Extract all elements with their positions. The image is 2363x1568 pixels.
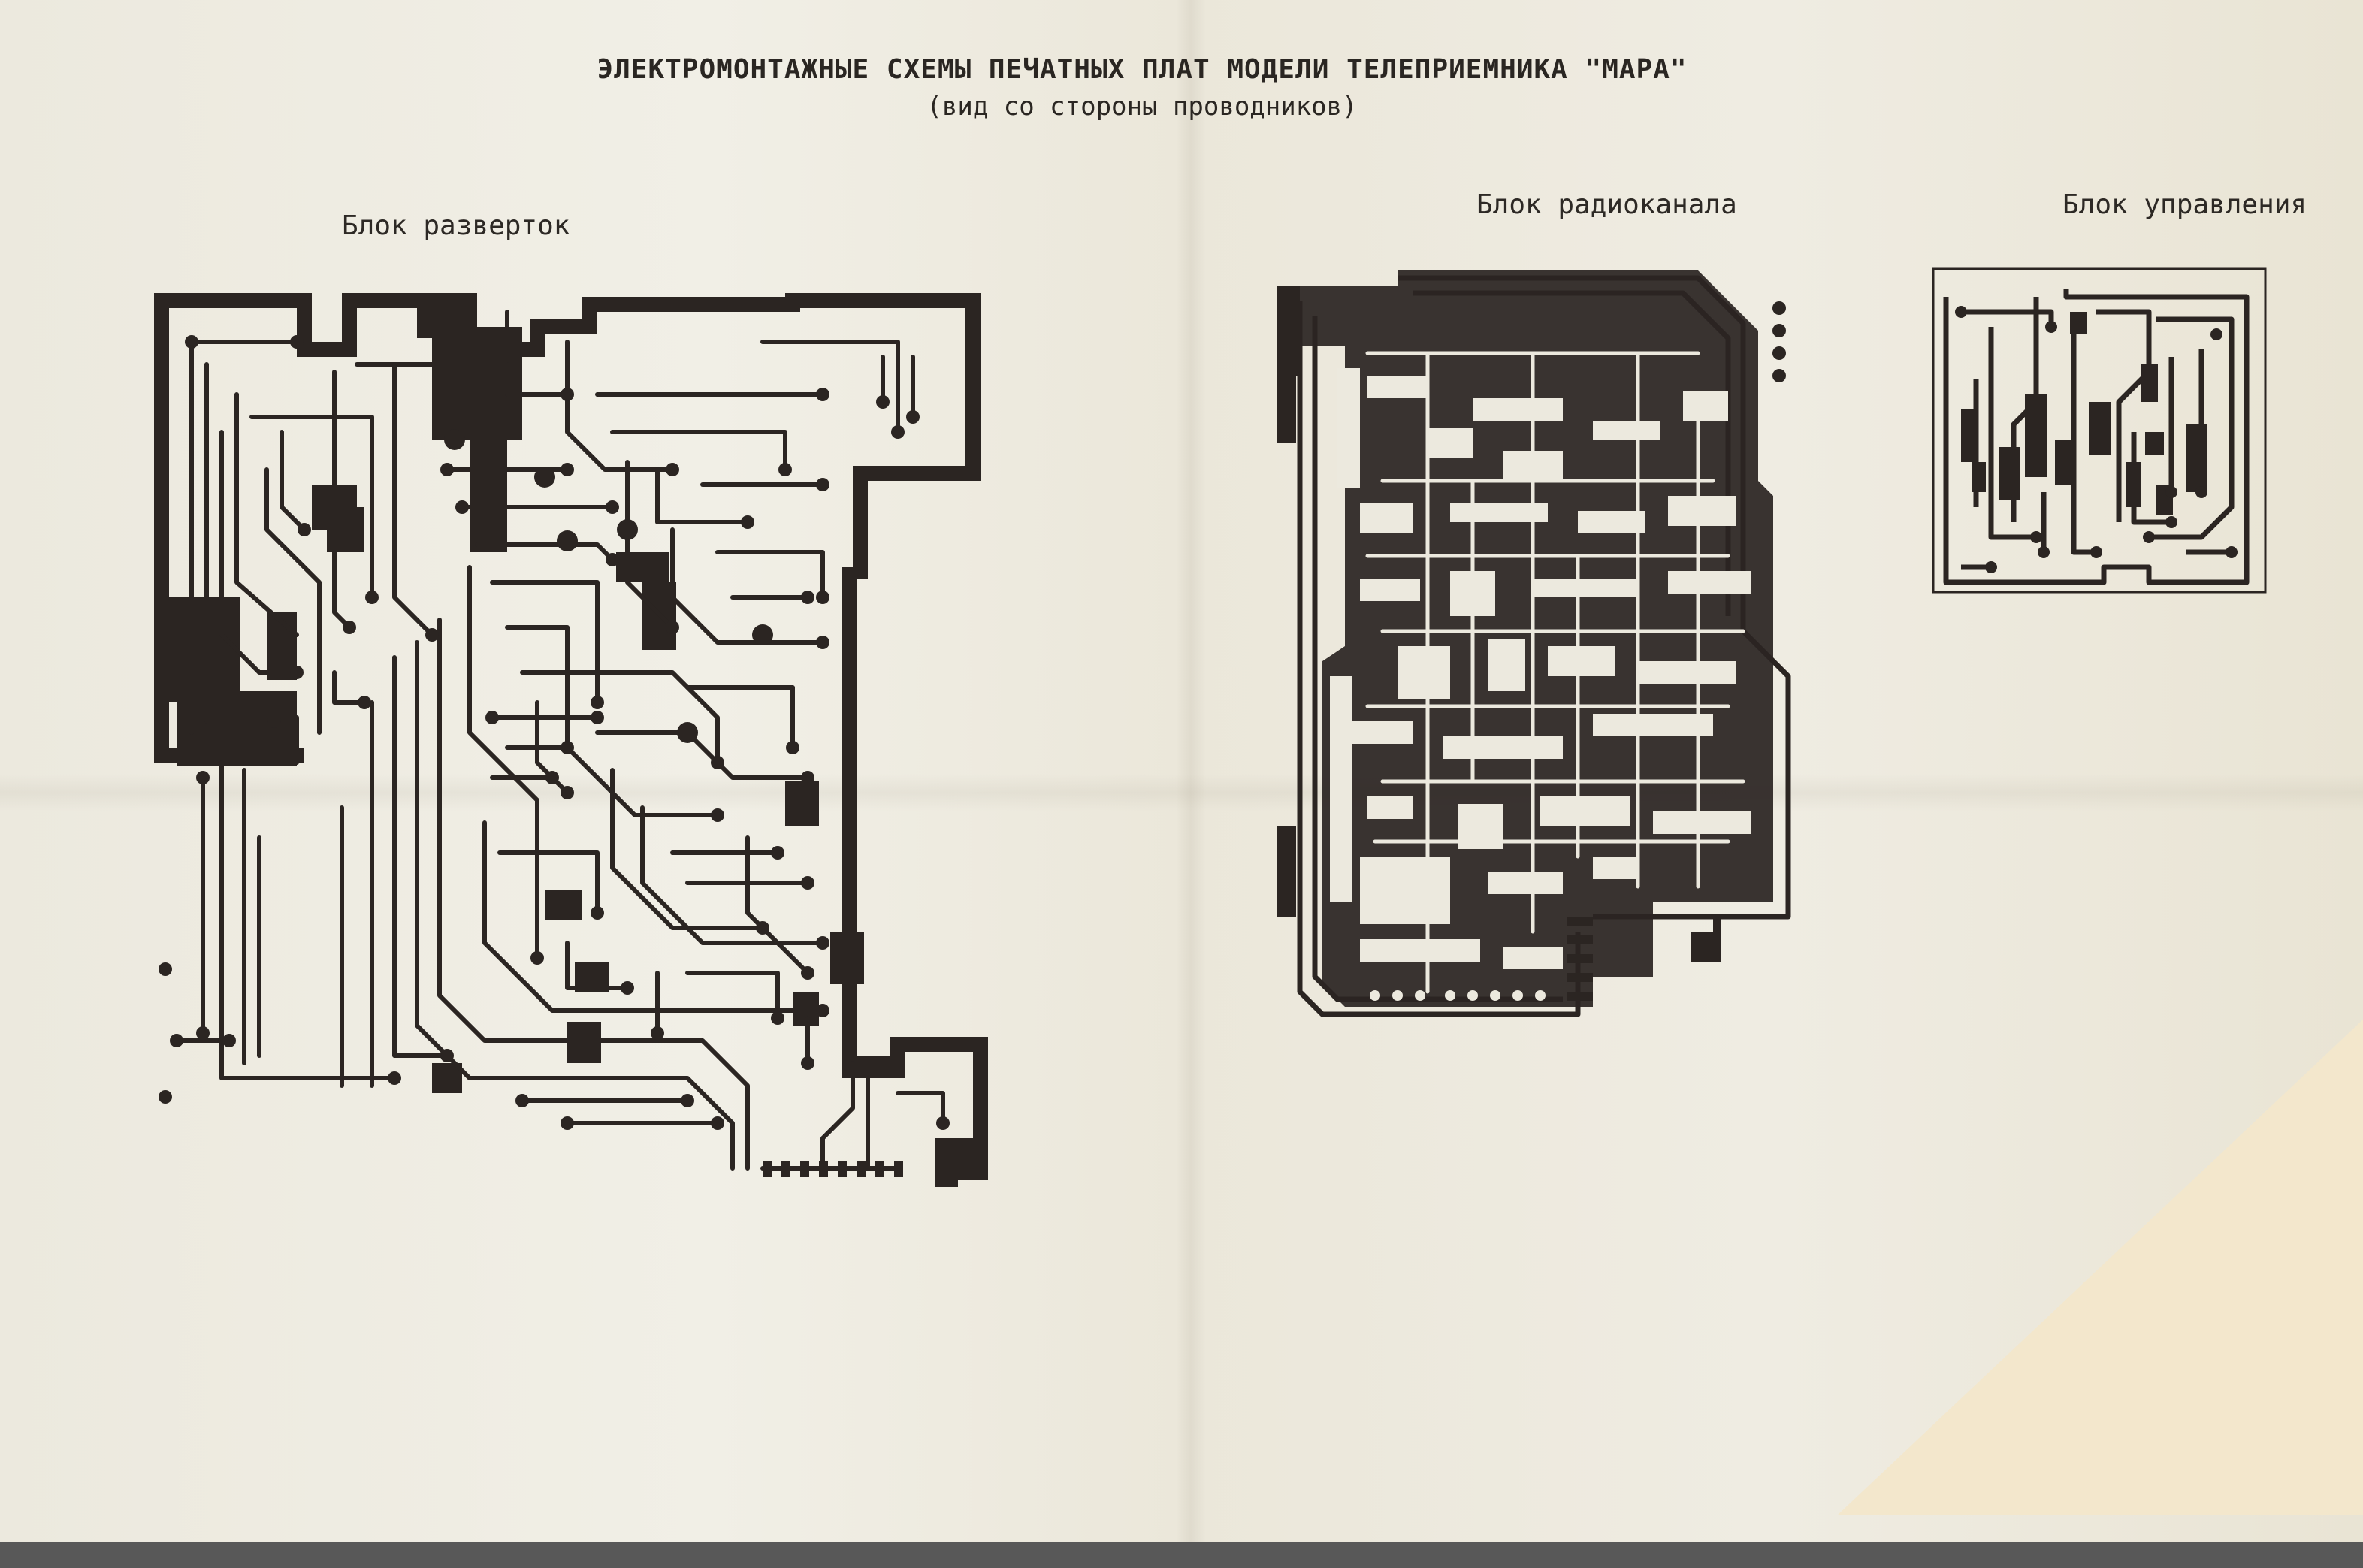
pcb-control-block (1931, 267, 2269, 597)
document-subtitle: (вид со стороны проводников) (926, 92, 1358, 122)
document-title: ЭЛЕКТРОМОНТАЖНЫЕ СХЕМЫ ПЕЧАТНЫХ ПЛАТ МОД… (597, 54, 1688, 85)
pcb-radio-block (1277, 255, 1796, 1044)
board-label-control: Блок управления (2062, 189, 2307, 220)
pcb-scan-block (147, 282, 996, 1198)
fold-line-vertical (1176, 0, 1206, 1542)
board-label-radio: Блок радиоканала (1476, 189, 1737, 220)
board-label-scan: Блок разверток (342, 210, 570, 241)
folded-corner (1837, 1020, 2363, 1515)
